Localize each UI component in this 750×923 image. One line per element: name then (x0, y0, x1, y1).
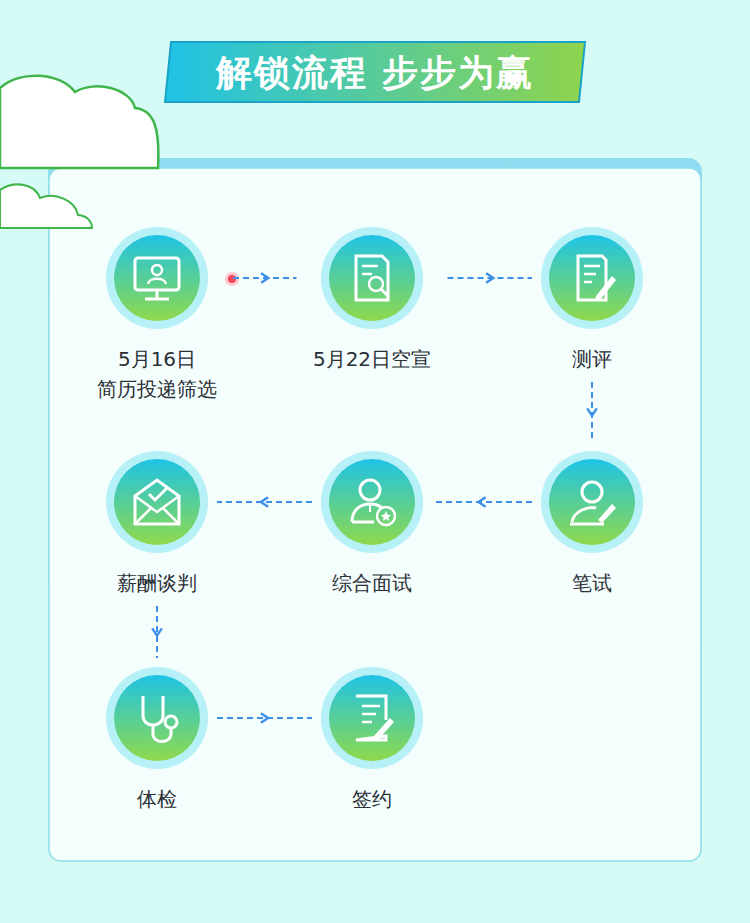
step-label: 测评 (568, 344, 616, 374)
step-circle (105, 450, 209, 554)
step-icon (143, 696, 177, 742)
step-icon (356, 696, 394, 741)
step-circle (105, 666, 209, 770)
step-node: 综合面试 (320, 450, 424, 598)
step-label: 笔试 (568, 568, 616, 598)
step-label: 5月16日 简历投递筛选 (93, 344, 221, 404)
panel (49, 168, 701, 861)
flow-arrow (217, 717, 312, 719)
step-label: 签约 (348, 784, 396, 814)
step-circle (105, 226, 209, 330)
step-node: 5月16日 简历投递筛选 (89, 226, 225, 404)
panel-top-band (48, 158, 702, 862)
step-label: 5月22日空宣 (309, 344, 436, 374)
step-label: 体检 (133, 784, 181, 814)
step-icon (135, 258, 179, 299)
step-node: 测评 (540, 226, 644, 374)
flow-arrow (591, 382, 593, 442)
step-node: 薪酬谈判 (105, 450, 209, 598)
cloud (0, 76, 158, 168)
step-circle (320, 666, 424, 770)
flow-arrow (432, 501, 532, 503)
step-node: 笔试 (540, 450, 644, 598)
step-circle (320, 226, 424, 330)
step-icon (352, 480, 395, 525)
flow-arrow (217, 501, 312, 503)
step-icon (356, 256, 388, 300)
title-text: 解锁流程 步步为赢 (163, 40, 587, 104)
flow-arrow (448, 277, 533, 279)
step-node: 5月22日空宣 (305, 226, 440, 374)
step-icon (135, 480, 179, 524)
flow-arrow (233, 277, 297, 279)
step-circle (540, 226, 644, 330)
cloud (0, 184, 92, 228)
flow-arrow (156, 606, 158, 658)
step-label: 薪酬谈判 (113, 568, 201, 598)
step-circle (320, 450, 424, 554)
step-node: 签约 (320, 666, 424, 814)
title-banner: 解锁流程 步步为赢 (163, 40, 587, 104)
step-label: 综合面试 (328, 568, 416, 598)
step-icon (578, 256, 616, 301)
step-circle (540, 450, 644, 554)
step-node: 体检 (105, 666, 209, 814)
step-icon (570, 482, 616, 524)
